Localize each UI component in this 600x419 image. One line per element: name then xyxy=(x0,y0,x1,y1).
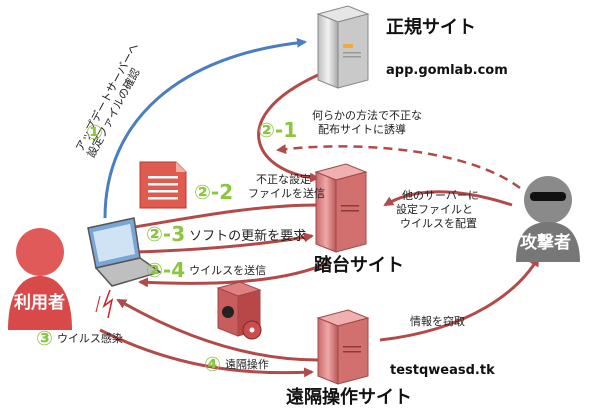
remote-server-icon xyxy=(316,309,370,385)
attacker-person-icon xyxy=(516,176,580,262)
step-2-1-text-line1: 何らかの方法で不正な xyxy=(312,109,422,122)
step-3-num: ③ xyxy=(36,326,53,350)
step-2-4-num: ②-4 xyxy=(146,258,186,282)
step-2-4: ②-4 ウイルスを送信 xyxy=(146,258,266,282)
step-2-2-text-line1: 不正な設定 xyxy=(256,173,311,186)
arrow-steal-info xyxy=(379,256,540,342)
laptop-icon xyxy=(87,217,162,287)
step-4-num: ④ xyxy=(204,352,221,376)
legit-site-url: app.gomlab.com xyxy=(386,63,508,78)
step-2-2: ②-2 xyxy=(194,180,237,204)
step-2-3-num: ②-3 xyxy=(146,222,186,246)
arrow-attacker-place xyxy=(383,190,513,207)
step-4: ④ 遠隔操作 xyxy=(204,352,269,376)
step-2-2-text-line2: ファイルを送信 xyxy=(248,187,325,200)
step-3-text: ウイルス感染 xyxy=(56,332,123,345)
arrow-update-check xyxy=(103,37,307,219)
attacker-setup-line1: 他のサーバーに xyxy=(402,189,479,202)
infection-mark-icon xyxy=(95,289,114,319)
legit-server-icon xyxy=(316,5,370,89)
arrow-user-remote xyxy=(99,328,314,378)
attacker-setup-line2: 設定ファイルと xyxy=(396,203,473,216)
arrow-request-update xyxy=(134,232,314,254)
step-2-3: ②-3 ソフトの更新を要求 xyxy=(146,222,306,246)
remote-site-title: 遠隔操作サイト xyxy=(286,387,412,408)
arrow-redirect xyxy=(257,73,320,183)
arrow-send-virus xyxy=(138,260,331,288)
step-2-2-num: ②-2 xyxy=(194,180,234,204)
step-2-4-text: ウイルスを送信 xyxy=(189,264,267,277)
virus-package-icon xyxy=(216,281,262,340)
user-label: 利用者 xyxy=(14,293,65,313)
step-2-1-text-line2: 配布サイトに誘導 xyxy=(318,123,406,136)
step-2-3-text: ソフトの更新を要求 xyxy=(189,228,307,244)
step-2-1-num: ②-1 xyxy=(258,118,298,142)
remote-site-url: testqweasd.tk xyxy=(390,363,495,378)
attacker-label: 攻撃者 xyxy=(520,233,571,253)
user-person-icon xyxy=(8,228,72,330)
arrow-attacker-redirect xyxy=(276,144,521,189)
step-2-1: ②-1 xyxy=(258,118,301,142)
stepping-server-icon xyxy=(314,163,368,253)
attacker-setup-line3: ウイルスを配置 xyxy=(400,217,477,230)
legit-site-title: 正規サイト xyxy=(386,17,476,38)
arrow-remote-control xyxy=(116,298,319,362)
step-1-number: ① xyxy=(86,120,107,144)
steal-info-label: 情報を窃取 xyxy=(410,315,465,328)
config-file-icon xyxy=(139,161,187,209)
step-3: ③ ウイルス感染 xyxy=(36,326,123,350)
stepping-site-title: 踏台サイト xyxy=(314,255,404,276)
arrow-send-config xyxy=(126,203,319,232)
step-4-text: 遠隔操作 xyxy=(224,358,269,371)
step-1-num: ① xyxy=(86,120,103,144)
